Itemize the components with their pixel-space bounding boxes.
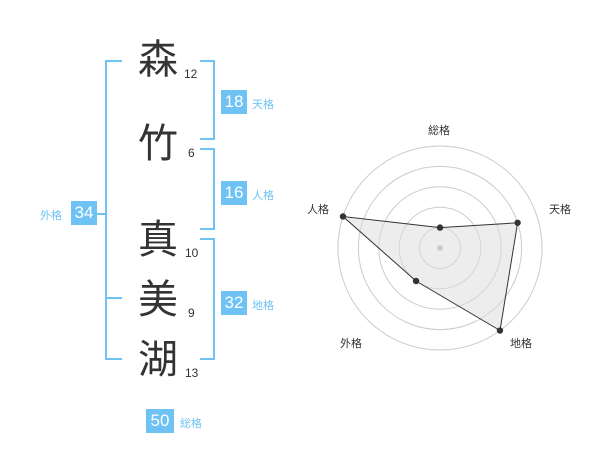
stroke-count-3: 10 [185,246,199,260]
name-char-2: 竹 [138,121,178,167]
radar-grid-ring-4 [357,165,523,331]
stroke-count-2: 6 [188,146,195,160]
radar-axis-label-ten: 天格 [549,203,571,216]
name-char-3: 真 [138,217,178,263]
stroke-count-5: 13 [185,366,199,380]
sou-value-badge: 50 [146,409,174,433]
ten-label: 天格 [252,98,274,111]
radar-point-3 [496,327,504,334]
name-char-5: 湖 [138,337,178,383]
radar-axis-label-jin: 人格 [307,203,329,216]
radar-data-polygon [341,215,519,332]
gai-label: 外格 [40,209,62,222]
chi-bracket [200,238,215,360]
radar-point-5 [339,213,347,220]
name-char-1: 森 [138,37,178,83]
jin-bracket [200,148,215,230]
gai-value-badge: 34 [71,201,97,225]
radar-axis-label-sou: 総格 [428,124,450,137]
radar-point-2 [514,219,521,226]
sou-label: 総格 [180,417,202,430]
jin-value-badge: 16 [221,181,247,205]
radar-grid-ring-5 [337,145,543,351]
chi-label: 地格 [252,299,274,312]
jin-label: 人格 [252,189,274,202]
radar-point-1 [436,224,444,231]
radar-axis-label-gai: 外格 [340,337,362,350]
gai-bracket [105,60,122,360]
chi-value-badge: 32 [221,291,247,315]
stroke-count-1: 12 [184,67,198,81]
name-char-4: 美 [138,277,178,323]
stroke-count-4: 9 [188,306,195,320]
radar-axis-label-chi: 地格 [510,337,532,350]
ten-value-badge: 18 [221,90,247,114]
radar-point-4 [412,277,420,285]
ten-bracket [200,60,215,140]
